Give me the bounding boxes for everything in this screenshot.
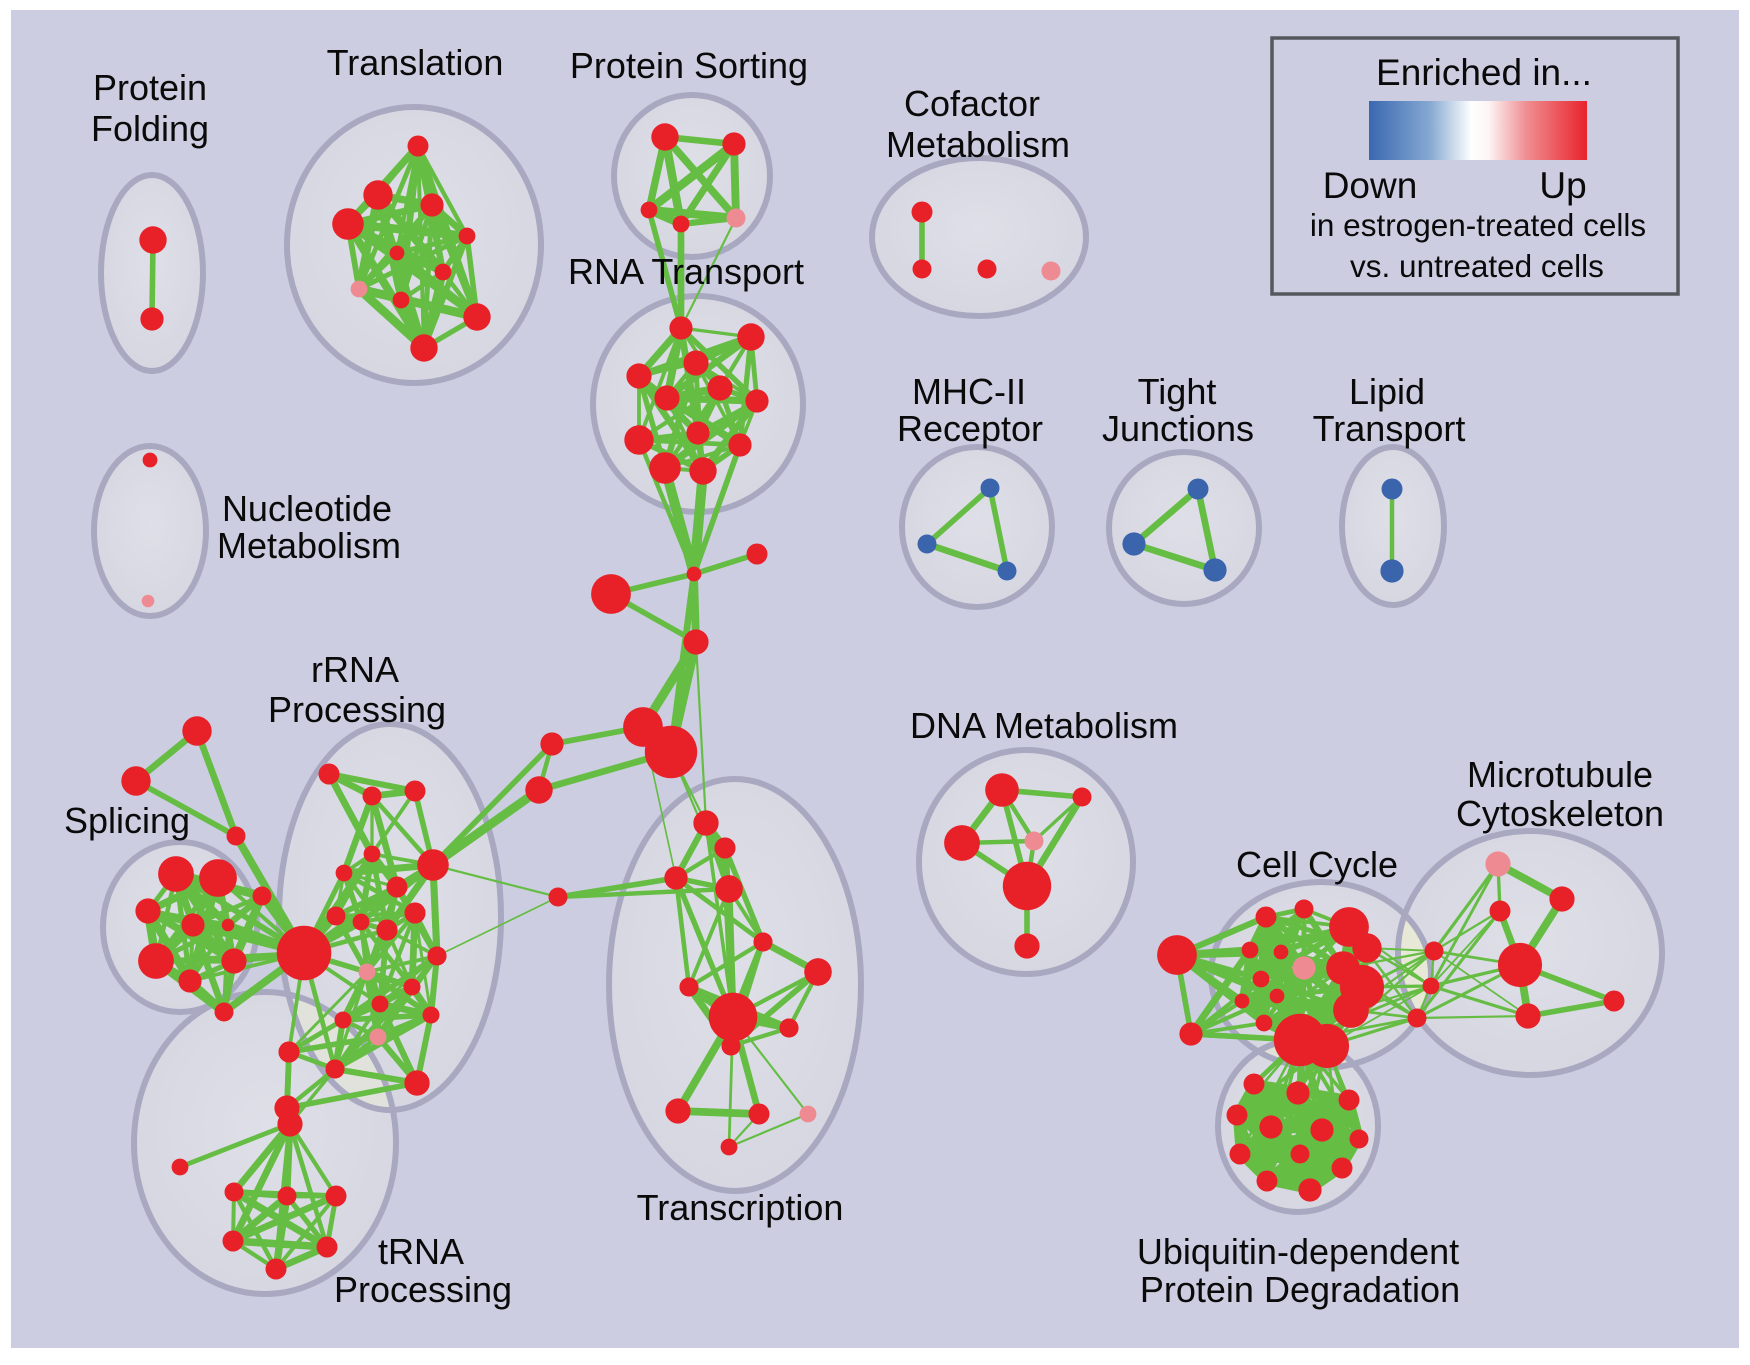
svg-text:Transcription: Transcription bbox=[637, 1187, 844, 1228]
svg-text:tRNA: tRNA bbox=[378, 1231, 464, 1272]
svg-text:Down: Down bbox=[1323, 165, 1418, 206]
svg-text:Protein Sorting: Protein Sorting bbox=[570, 45, 808, 86]
svg-text:RNA Transport: RNA Transport bbox=[568, 251, 804, 292]
svg-text:Ubiquitin-dependent: Ubiquitin-dependent bbox=[1137, 1231, 1459, 1272]
svg-text:Nucleotide: Nucleotide bbox=[222, 488, 392, 529]
svg-text:Splicing: Splicing bbox=[64, 800, 190, 841]
svg-text:Folding: Folding bbox=[91, 108, 209, 149]
svg-text:Transport: Transport bbox=[1313, 408, 1466, 449]
svg-text:DNA Metabolism: DNA Metabolism bbox=[910, 705, 1178, 746]
svg-text:in estrogen-treated cells: in estrogen-treated cells bbox=[1310, 207, 1646, 243]
svg-text:Cofactor: Cofactor bbox=[904, 83, 1040, 124]
svg-text:Receptor: Receptor bbox=[897, 408, 1043, 449]
svg-text:Protein: Protein bbox=[93, 67, 207, 108]
svg-text:Microtubule: Microtubule bbox=[1467, 754, 1653, 795]
svg-text:Processing: Processing bbox=[334, 1269, 512, 1310]
svg-text:MHC-II: MHC-II bbox=[912, 371, 1026, 412]
svg-text:rRNA: rRNA bbox=[311, 649, 399, 690]
svg-text:Cytoskeleton: Cytoskeleton bbox=[1456, 793, 1664, 834]
svg-text:Metabolism: Metabolism bbox=[886, 124, 1070, 165]
svg-text:Processing: Processing bbox=[268, 689, 446, 730]
svg-text:Cell Cycle: Cell Cycle bbox=[1236, 844, 1398, 885]
svg-text:Enriched in...: Enriched in... bbox=[1376, 52, 1592, 93]
svg-text:Junctions: Junctions bbox=[1102, 408, 1254, 449]
svg-text:Up: Up bbox=[1539, 165, 1586, 206]
svg-text:vs. untreated cells: vs. untreated cells bbox=[1350, 248, 1604, 284]
svg-text:Lipid: Lipid bbox=[1349, 371, 1425, 412]
svg-text:Tight: Tight bbox=[1138, 371, 1217, 412]
svg-text:Metabolism: Metabolism bbox=[217, 525, 401, 566]
svg-text:Translation: Translation bbox=[327, 42, 504, 83]
svg-text:Protein Degradation: Protein Degradation bbox=[1140, 1269, 1460, 1310]
